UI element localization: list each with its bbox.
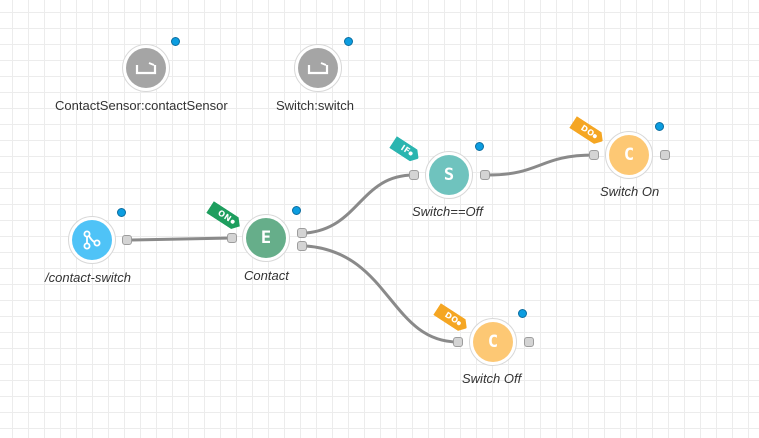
input-port[interactable] — [589, 150, 599, 160]
output-port[interactable] — [297, 228, 307, 238]
status-dot — [292, 206, 301, 215]
status-dot — [475, 142, 484, 151]
switch-off-condition-label: Switch==Off — [412, 204, 483, 219]
contact-switch-node[interactable] — [68, 216, 116, 264]
wire-contact-to-switch-off[interactable] — [305, 244, 459, 344]
switch-off-label: Switch Off — [462, 371, 522, 386]
node-letter: C — [623, 145, 635, 165]
wire-contact-switch-to-contact[interactable] — [131, 236, 233, 242]
contact-sensor-label: ContactSensor:contactSensor — [55, 98, 228, 113]
node-letter: S — [443, 165, 455, 185]
node-letter: C — [487, 332, 499, 352]
device-icon — [298, 48, 338, 88]
switch-off-condition-node[interactable]: S — [425, 151, 473, 199]
output-port[interactable] — [660, 150, 670, 160]
status-dot — [117, 208, 126, 217]
input-port[interactable] — [227, 233, 237, 243]
wire-cond-to-switch-on[interactable] — [488, 153, 595, 177]
switch-on-label: Switch On — [600, 184, 660, 199]
status-dot — [171, 37, 180, 46]
contact-node[interactable]: E — [242, 214, 290, 262]
switch-off-node[interactable]: C — [469, 318, 517, 366]
output-port[interactable] — [297, 241, 307, 251]
status-dot — [518, 309, 527, 318]
input-port[interactable] — [453, 337, 463, 347]
contact-label: Contact — [244, 268, 289, 283]
switch-device-node[interactable] — [294, 44, 342, 92]
output-port[interactable] — [524, 337, 534, 347]
share-icon — [72, 220, 112, 260]
wire-contact-to-switch-off-cond[interactable] — [305, 173, 415, 235]
output-port[interactable] — [122, 235, 132, 245]
output-port[interactable] — [480, 170, 490, 180]
input-port[interactable] — [409, 170, 419, 180]
status-dot — [344, 37, 353, 46]
device-icon — [126, 48, 166, 88]
node-letter: E — [260, 228, 272, 248]
status-dot — [655, 122, 664, 131]
contact-switch-label: /contact-switch — [45, 270, 131, 285]
switch-on-node[interactable]: C — [605, 131, 653, 179]
contact-sensor-node[interactable] — [122, 44, 170, 92]
switch-device-label: Switch:switch — [276, 98, 355, 113]
